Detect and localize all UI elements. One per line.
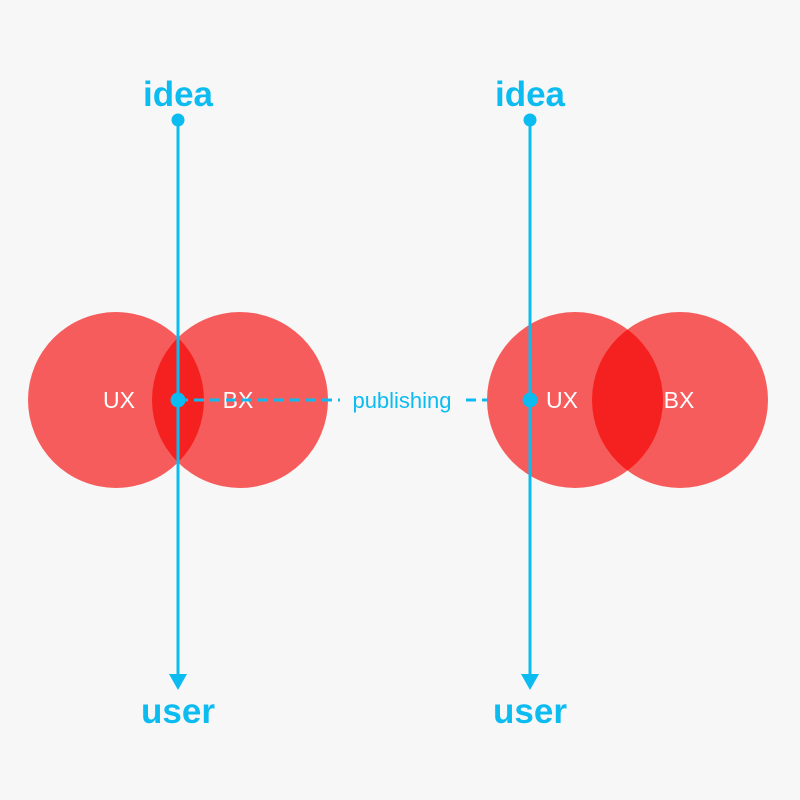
axis-start-dot-left <box>171 113 185 127</box>
axis-arrowhead-left <box>169 674 187 690</box>
label-ux-right: UX <box>546 387 578 413</box>
group-right: idea user UX BX <box>487 75 768 731</box>
axis-arrowhead-right <box>521 674 539 690</box>
circle-bx-left[interactable] <box>152 312 328 488</box>
junction-dot-left[interactable] <box>170 392 186 408</box>
connector-publishing: publishing <box>178 388 530 413</box>
overlap-lens-right <box>592 312 663 488</box>
junction-dot-right[interactable] <box>522 392 538 408</box>
label-ux-left: UX <box>103 387 135 413</box>
label-user-right: user <box>493 692 567 731</box>
label-bx-right: BX <box>664 387 695 413</box>
group-left: idea user UX BX <box>28 75 328 731</box>
label-idea-right: idea <box>495 75 566 114</box>
circle-ux-left[interactable] <box>28 312 204 488</box>
venn-circles-left <box>28 312 328 488</box>
label-idea-left: idea <box>143 75 214 114</box>
label-publishing: publishing <box>352 388 451 413</box>
axis-start-dot-right <box>523 113 537 127</box>
label-user-left: user <box>141 692 215 731</box>
